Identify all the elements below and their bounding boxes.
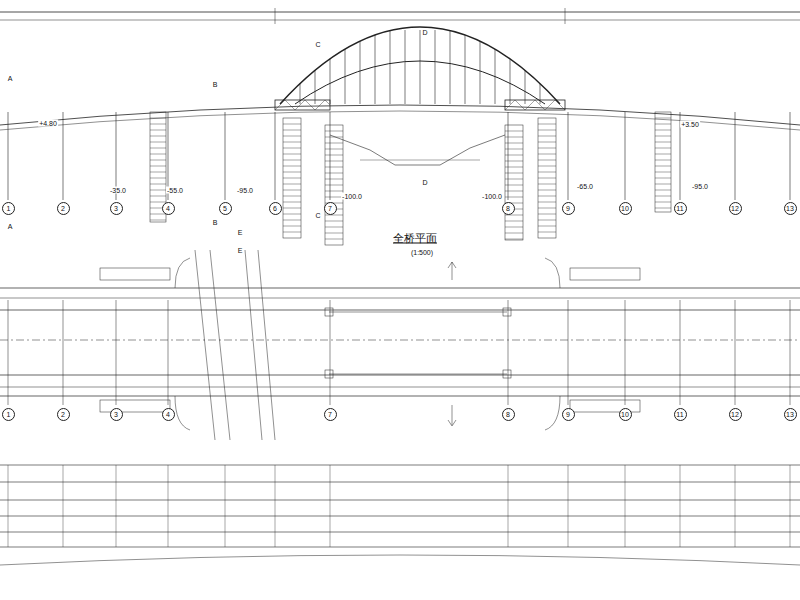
- axis-number: 7: [328, 205, 332, 212]
- axis-number: 9: [566, 205, 570, 212]
- axis-number: 6: [273, 205, 277, 212]
- elevation-mark: -95.0: [236, 187, 254, 194]
- axis-number-circle: 5: [219, 202, 232, 215]
- axis-number: 13: [786, 411, 794, 418]
- axis-number: 10: [621, 205, 629, 212]
- section-mark: C: [314, 212, 321, 219]
- elevation-mark: -35.0: [109, 187, 127, 194]
- axis-number-circle: 3: [110, 202, 123, 215]
- elevation-mark: -100.0: [481, 193, 503, 200]
- section-mark: E: [237, 229, 244, 236]
- axis-number: 3: [114, 411, 118, 418]
- section-mark: B: [212, 219, 219, 226]
- axis-number: 8: [506, 205, 510, 212]
- axis-number-circle: 7: [324, 202, 337, 215]
- section-mark: D: [421, 29, 428, 36]
- section-mark: A: [7, 75, 14, 82]
- elevation-mark: -65.0: [576, 183, 594, 190]
- axis-number-circle: 8: [502, 408, 515, 421]
- section-mark: A: [7, 223, 14, 230]
- axis-number-circle: 12: [729, 408, 742, 421]
- section-mark: D: [421, 179, 428, 186]
- axis-number: 12: [731, 205, 739, 212]
- axis-number-circle: 7: [324, 408, 337, 421]
- elevation-mark: -95.0: [691, 183, 709, 190]
- axis-number: 4: [166, 411, 170, 418]
- axis-number-circle: 11: [674, 408, 687, 421]
- section-mark: E: [237, 247, 244, 254]
- axis-number-circle: 12: [729, 202, 742, 215]
- axis-number-circle: 10: [619, 202, 632, 215]
- axis-number: 2: [61, 205, 65, 212]
- elevation-mark: -100.0: [341, 193, 363, 200]
- axis-number: 7: [328, 411, 332, 418]
- axis-number: 2: [61, 411, 65, 418]
- elevation-mark: +3.50: [680, 121, 700, 128]
- axis-number-circle: 10: [619, 408, 632, 421]
- axis-number: 4: [166, 205, 170, 212]
- elevation-mark: +4.80: [38, 120, 58, 127]
- axis-number-circle: 1: [2, 202, 15, 215]
- axis-number-circle: 9: [562, 202, 575, 215]
- axis-number: 11: [676, 411, 683, 418]
- scale-note: (1:500): [410, 249, 434, 256]
- axis-number: 3: [114, 205, 118, 212]
- axis-number-circle: 3: [110, 408, 123, 421]
- axis-number-circle: 11: [674, 202, 687, 215]
- axis-number: 1: [7, 411, 11, 418]
- axis-number: 5: [223, 205, 227, 212]
- axis-number-circle: 13: [784, 202, 797, 215]
- axis-number-circle: 6: [269, 202, 282, 215]
- elevation-mark: -55.0: [166, 187, 184, 194]
- axis-number-circle: 2: [57, 408, 70, 421]
- axis-number-circle: 13: [784, 408, 797, 421]
- axis-number: 1: [7, 205, 11, 212]
- axis-number-circle: 8: [502, 202, 515, 215]
- axis-number-circle: 4: [162, 408, 175, 421]
- axis-number: 9: [566, 411, 570, 418]
- axis-number-circle: 1: [2, 408, 15, 421]
- axis-number: 11: [676, 205, 683, 212]
- section-mark: C: [314, 41, 321, 48]
- axis-number-circle: 4: [162, 202, 175, 215]
- axis-number-circle: 2: [57, 202, 70, 215]
- axis-number: 13: [786, 205, 794, 212]
- view-title: 全桥平面: [392, 233, 438, 244]
- axis-number: 8: [506, 411, 510, 418]
- axis-number-circle: 9: [562, 408, 575, 421]
- axis-number: 12: [731, 411, 739, 418]
- axis-number: 10: [621, 411, 629, 418]
- section-mark: B: [212, 81, 219, 88]
